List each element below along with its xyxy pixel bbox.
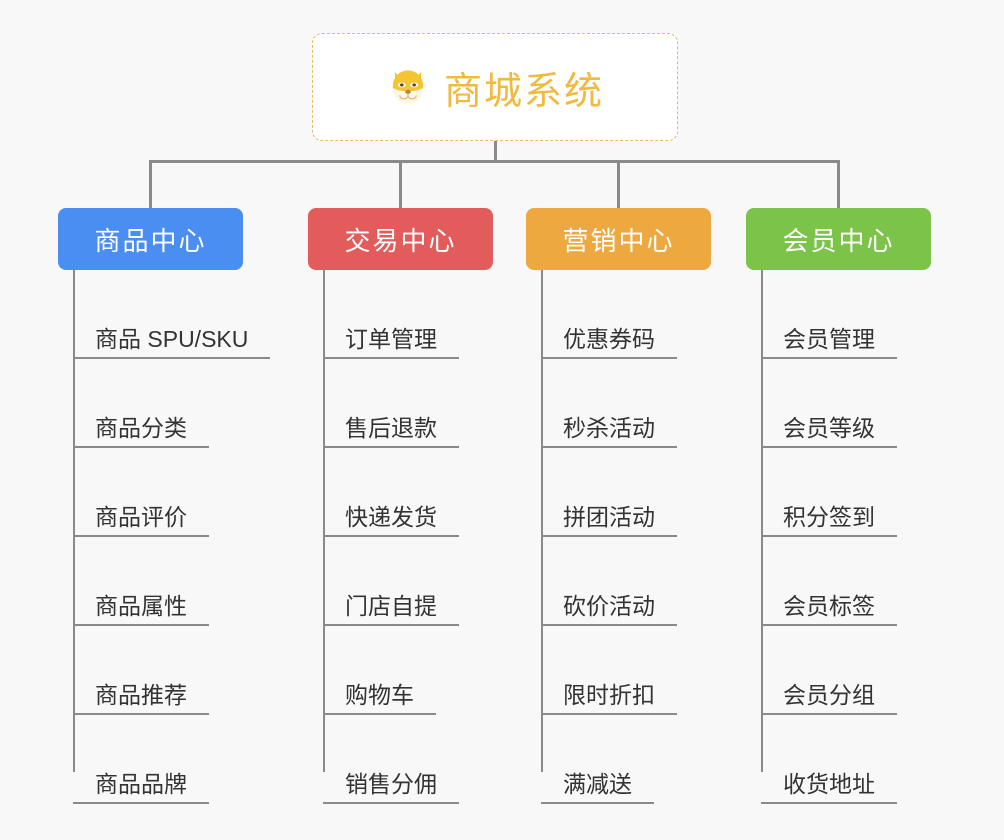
leaf-trunk <box>761 270 763 772</box>
leaf-item[interactable]: 收货地址 <box>746 715 931 804</box>
leaf-list-trade-center: 订单管理 售后退款 快递发货 门店自提 购物车 销售分佣 <box>308 270 493 804</box>
category-header-trade-center[interactable]: 交易中心 <box>308 208 493 270</box>
category-label: 商品中心 <box>94 225 207 256</box>
leaf-label: 订单管理 <box>323 326 459 359</box>
column-member-center: 会员中心 会员管理 会员等级 积分签到 会员标签 会员分组 收货地址 <box>746 208 931 804</box>
leaf-label: 商品分类 <box>73 415 209 448</box>
leaf-label: 商品属性 <box>73 593 209 626</box>
leaf-label: 会员分组 <box>761 682 897 715</box>
column-trade-center: 交易中心 订单管理 售后退款 快递发货 门店自提 购物车 销售分佣 <box>308 208 493 804</box>
leaf-label: 拼团活动 <box>541 504 677 537</box>
leaf-list-product-center: 商品 SPU/SKU 商品分类 商品评价 商品属性 商品推荐 商品品牌 <box>58 270 271 804</box>
category-header-product-center[interactable]: 商品中心 <box>58 208 243 270</box>
dog-face-icon <box>386 65 430 109</box>
leaf-label: 满减送 <box>541 771 654 804</box>
connector-drop-3 <box>617 160 620 209</box>
leaf-item[interactable]: 订单管理 <box>308 270 493 359</box>
leaf-trunk <box>541 270 543 772</box>
leaf-label: 售后退款 <box>323 415 459 448</box>
leaf-label: 限时折扣 <box>541 682 677 715</box>
leaf-item[interactable]: 会员等级 <box>746 359 931 448</box>
leaf-label: 会员等级 <box>761 415 897 448</box>
leaf-label: 会员标签 <box>761 593 897 626</box>
leaf-item[interactable]: 商品评价 <box>58 448 243 537</box>
connector-bar <box>149 160 840 163</box>
leaf-label: 商品 SPU/SKU <box>73 326 271 359</box>
category-label: 营销中心 <box>562 225 675 256</box>
leaf-label: 优惠券码 <box>541 326 677 359</box>
leaf-label: 商品推荐 <box>73 682 209 715</box>
leaf-item[interactable]: 商品推荐 <box>58 626 243 715</box>
leaf-label: 销售分佣 <box>323 771 459 804</box>
leaf-trunk <box>73 270 75 772</box>
leaf-item[interactable]: 快递发货 <box>308 448 493 537</box>
root-title: 商城系统 <box>443 70 604 113</box>
category-header-marketing-center[interactable]: 营销中心 <box>526 208 711 270</box>
leaf-label: 快递发货 <box>323 504 459 537</box>
leaf-item[interactable]: 限时折扣 <box>526 626 711 715</box>
leaf-item[interactable]: 会员管理 <box>746 270 931 359</box>
leaf-item[interactable]: 商品属性 <box>58 537 243 626</box>
leaf-label: 购物车 <box>323 682 436 715</box>
column-marketing-center: 营销中心 优惠券码 秒杀活动 拼团活动 砍价活动 限时折扣 满减送 <box>526 208 711 804</box>
connector-stem <box>494 141 497 163</box>
column-product-center: 商品中心 商品 SPU/SKU 商品分类 商品评价 商品属性 商品推荐 商品品牌 <box>58 208 271 804</box>
leaf-item[interactable]: 秒杀活动 <box>526 359 711 448</box>
leaf-item[interactable]: 会员分组 <box>746 626 931 715</box>
leaf-label: 商品评价 <box>73 504 209 537</box>
category-label: 会员中心 <box>782 225 895 256</box>
connector-drop-2 <box>399 160 402 209</box>
leaf-item[interactable]: 优惠券码 <box>526 270 711 359</box>
leaf-label: 秒杀活动 <box>541 415 677 448</box>
leaf-label: 会员管理 <box>761 326 897 359</box>
leaf-label: 门店自提 <box>323 593 459 626</box>
leaf-trunk <box>323 270 325 772</box>
leaf-item[interactable]: 满减送 <box>526 715 711 804</box>
root-node[interactable]: 商城系统 <box>312 33 678 141</box>
leaf-item[interactable]: 门店自提 <box>308 537 493 626</box>
connector-drop-4 <box>837 160 840 209</box>
leaf-list-member-center: 会员管理 会员等级 积分签到 会员标签 会员分组 收货地址 <box>746 270 931 804</box>
leaf-item[interactable]: 商品分类 <box>58 359 243 448</box>
leaf-item[interactable]: 售后退款 <box>308 359 493 448</box>
leaf-label: 积分签到 <box>761 504 897 537</box>
leaf-item[interactable]: 销售分佣 <box>308 715 493 804</box>
leaf-item[interactable]: 砍价活动 <box>526 537 711 626</box>
leaf-item[interactable]: 商品品牌 <box>58 715 243 804</box>
leaf-item[interactable]: 会员标签 <box>746 537 931 626</box>
leaf-item[interactable]: 拼团活动 <box>526 448 711 537</box>
category-header-member-center[interactable]: 会员中心 <box>746 208 931 270</box>
leaf-item[interactable]: 积分签到 <box>746 448 931 537</box>
leaf-item[interactable]: 购物车 <box>308 626 493 715</box>
leaf-label: 商品品牌 <box>73 771 209 804</box>
leaf-list-marketing-center: 优惠券码 秒杀活动 拼团活动 砍价活动 限时折扣 满减送 <box>526 270 711 804</box>
leaf-label: 收货地址 <box>761 771 897 804</box>
category-label: 交易中心 <box>344 225 457 256</box>
leaf-item[interactable]: 商品 SPU/SKU <box>58 270 271 359</box>
leaf-label: 砍价活动 <box>541 593 677 626</box>
connector-drop-1 <box>149 160 152 209</box>
